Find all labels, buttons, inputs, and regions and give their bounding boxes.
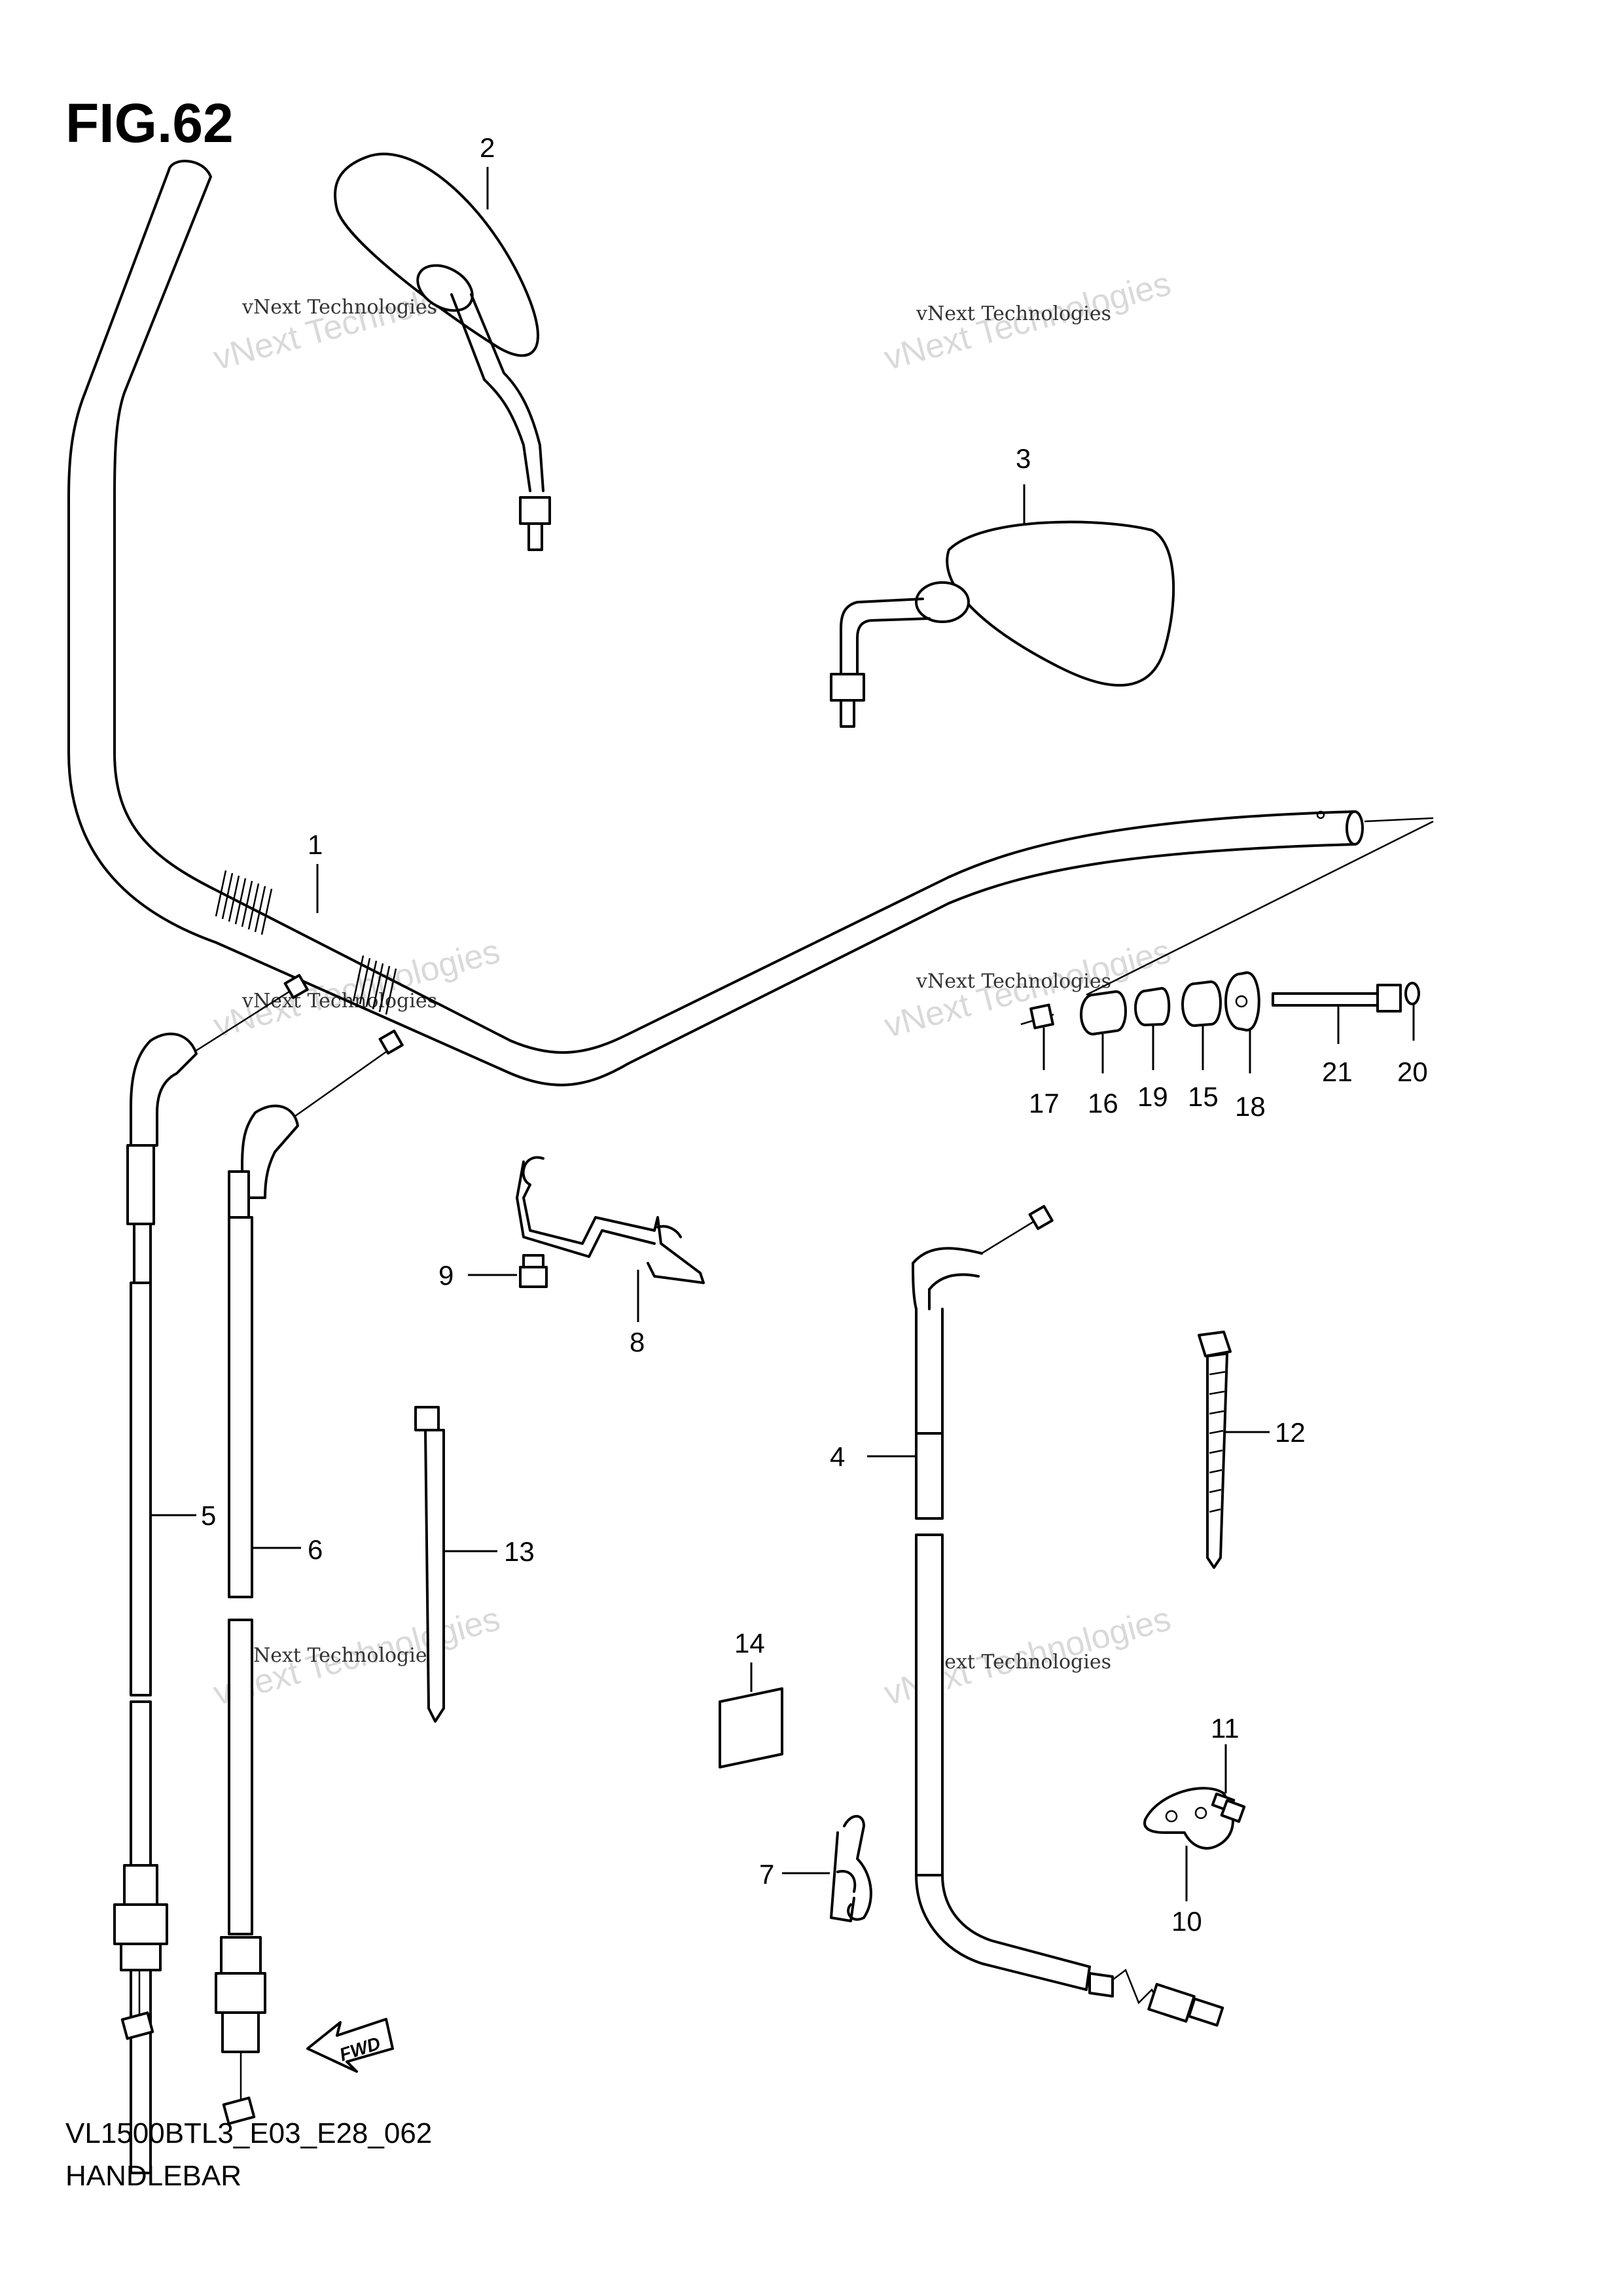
mirror-right	[830, 520, 1175, 728]
watermark-text: vNext Technologies	[242, 296, 438, 319]
callout-label: 12	[1275, 1417, 1306, 1448]
callout-label: 17	[1029, 1088, 1060, 1119]
callout-label: 3	[1016, 443, 1031, 474]
throttle-cable-2	[215, 1030, 404, 2125]
figure-title: FIG.62	[65, 92, 234, 154]
callout-label: 10	[1171, 1906, 1202, 1937]
model-code: VL1500BTL3_E03_E28_062	[65, 2117, 433, 2149]
cable-tie-13	[414, 1406, 445, 1723]
callout-label: 6	[308, 1534, 323, 1565]
callout-label: 19	[1137, 1081, 1168, 1112]
callout-label: 14	[734, 1628, 765, 1659]
label-sticker	[719, 1687, 783, 1768]
fwd-arrow: FWD	[306, 2018, 394, 2073]
watermark-text: vNext Technologies	[916, 302, 1112, 325]
callout-label: 15	[1188, 1081, 1219, 1112]
callout-label: 18	[1235, 1091, 1266, 1122]
watermark-text: vNext Technologies	[916, 970, 1112, 993]
callout-label: 4	[830, 1441, 845, 1472]
callout-label: 11	[1211, 1713, 1240, 1744]
watermark-text: vNext Technologies	[242, 1644, 438, 1667]
callout-label: 7	[759, 1859, 774, 1890]
section-name: HANDLEBAR	[65, 2160, 241, 2192]
handlebar	[67, 160, 1434, 1086]
watermark-text: vNext Technologies	[916, 1651, 1112, 1674]
cable-tie-12	[1198, 1331, 1232, 1569]
clutch-cable	[912, 1205, 1224, 2027]
callout-label: 5	[201, 1500, 216, 1531]
callout-label: 13	[504, 1536, 535, 1567]
screw-9	[519, 1254, 548, 1288]
callout-label: 8	[630, 1327, 645, 1357]
callout-label: 21	[1322, 1056, 1353, 1087]
callout-label: 9	[438, 1260, 454, 1291]
bracket-wire	[516, 1156, 705, 1284]
callout-label: 2	[480, 132, 495, 163]
throttle-cable-1	[113, 974, 309, 2174]
callout-label: 16	[1088, 1088, 1118, 1119]
mirror-left	[334, 152, 551, 551]
callout-label: 1	[308, 829, 323, 860]
clip-7	[830, 1815, 872, 1922]
bolt-11	[1211, 1792, 1246, 1823]
mount-hardware	[1020, 971, 1420, 1035]
clamp-10	[1143, 1787, 1234, 1850]
callout-label: 20	[1397, 1056, 1428, 1087]
